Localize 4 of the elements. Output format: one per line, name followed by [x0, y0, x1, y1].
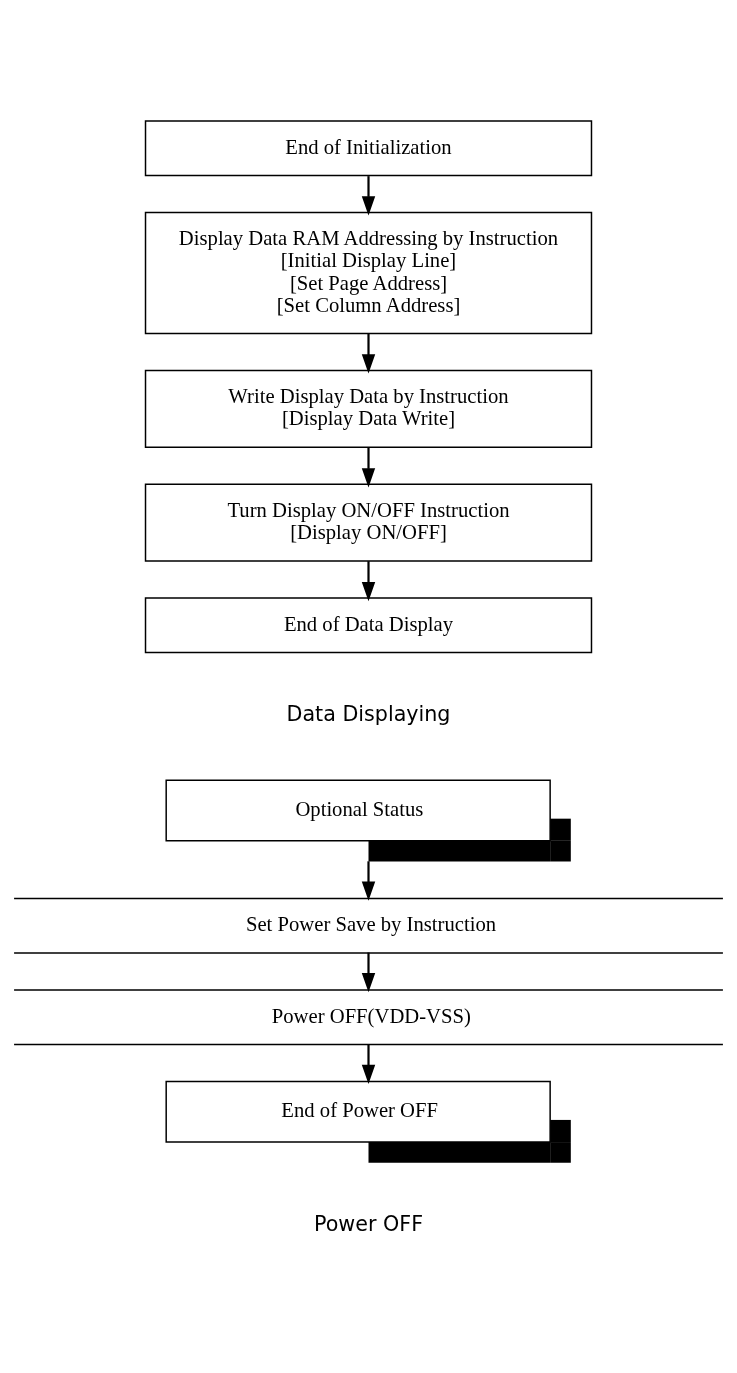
label: Data Displaying [286, 702, 451, 727]
label: Power OFF [313, 1211, 424, 1236]
node-text: Set Power Save by Instruction [245, 913, 497, 936]
node-text: Power OFF(VDD-VSS) [271, 1004, 471, 1027]
